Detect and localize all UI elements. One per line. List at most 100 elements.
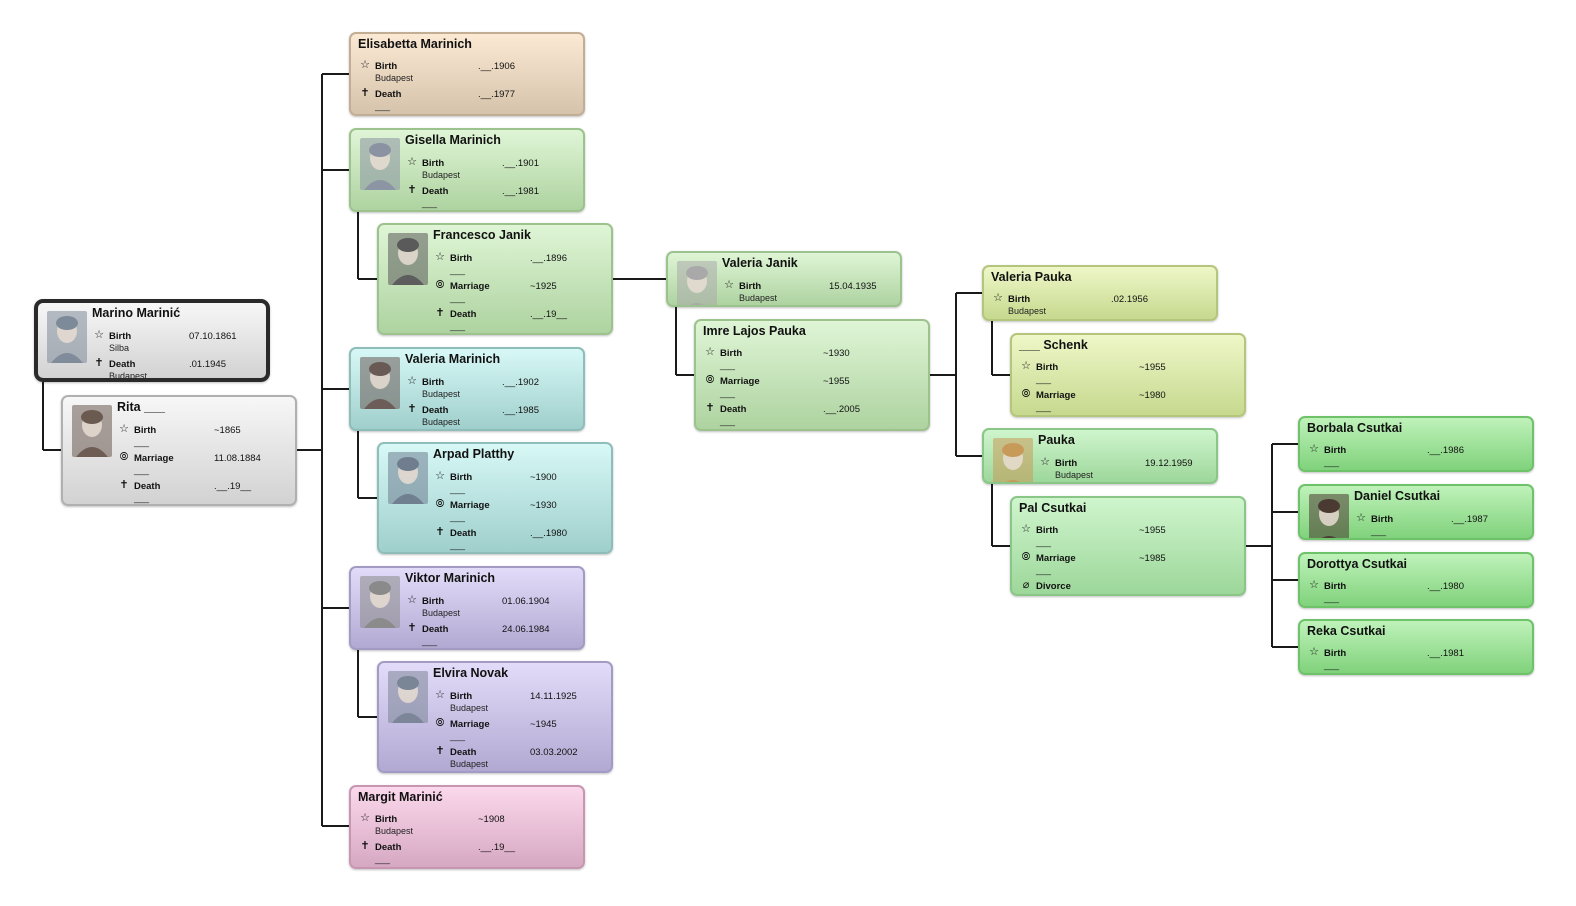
person-card-schenk[interactable]: ___ Schenk ☆ Birth ___ ~1955 ⦾ Marriage … [1010,333,1246,417]
event-place: ___ [1371,526,1387,536]
person-card-viktor[interactable]: Viktor Marinich ☆ Birth Budapest 01.06.1… [349,566,585,650]
event-label: Birth [1324,445,1347,456]
event-date: .__.2005 [823,404,860,415]
event-place: ___ [450,731,466,741]
event-label: Birth [1324,581,1347,592]
portrait-photo [360,138,400,190]
event-place: Budapest [109,371,148,381]
event-death: ✝ Death ___ .__.1980 [434,527,609,552]
event-label: Death [422,186,449,197]
event-label: Birth [422,596,445,607]
event-date: ~1955 [823,376,850,387]
event-place: ___ [134,493,150,503]
person-name: Elvira Novak [433,666,509,680]
event-label: Marriage [450,500,490,511]
event-place: ___ [450,293,466,303]
event-date: 14.11.1925 [530,691,577,702]
event-date: .__.1906 [478,61,515,72]
person-card-daniel[interactable]: Daniel Csutkai ☆ Birth ___ .__.1987 [1298,484,1534,540]
event-label: Marriage [1036,390,1076,401]
event-date: .__.19__ [214,481,251,492]
event-label: Death [109,359,136,370]
event-place: ___ [720,388,736,398]
event-birth: ☆ Birth Budapest 15.04.1935 [723,280,898,305]
marriage-rings-icon: ⦾ [435,279,445,291]
person-card-francesco[interactable]: Francesco Janik ☆ Birth ___ .__.1896 ⦾ M… [377,223,613,335]
person-name: ___ Schenk [1019,338,1088,352]
event-label: Divorce [1036,581,1071,592]
person-card-pauka[interactable]: Pauka ☆ Birth Budapest 19.12.1959 [982,428,1218,484]
person-card-dorottya[interactable]: Dorottya Csutkai ☆ Birth ___ .__.1980 [1298,552,1534,608]
event-label: Birth [375,61,398,72]
event-label: Death [134,481,161,492]
death-cross-icon: ✝ [360,840,370,852]
portrait-photo [677,261,717,305]
event-date: .__.1986 [1427,445,1464,456]
event-date: .__.1901 [502,158,539,169]
event-label: Death [422,624,449,635]
event-date: ~1955 [1139,362,1166,373]
event-birth: ☆ Birth Silba 07.10.1861 [93,330,266,358]
person-card-marino[interactable]: Marino Marinić ☆ Birth Silba 07.10.1861 … [34,299,270,382]
event-label: Birth [422,158,445,169]
marriage-rings-icon: ⦾ [435,717,445,729]
portrait-photo [388,233,428,285]
person-card-valeria-p[interactable]: Valeria Pauka ☆ Birth Budapest .02.1956 [982,265,1218,321]
person-card-gisella[interactable]: Gisella Marinich ☆ Birth Budapest .__.19… [349,128,585,212]
birth-star-icon: ☆ [1309,646,1319,658]
person-card-elvira[interactable]: Elvira Novak ☆ Birth Budapest 14.11.1925… [377,661,613,773]
event-date: .__.1896 [530,253,567,264]
event-birth: ☆ Birth ___ .__.1981 [1308,646,1523,673]
event-date: .__.19__ [530,309,567,320]
event-place: Budapest [1055,470,1094,480]
person-name: Gisella Marinich [405,133,501,147]
event-place: ___ [1036,565,1052,575]
event-date: ~1985 [1139,553,1166,564]
person-card-arpad[interactable]: Arpad Platthy ☆ Birth ___ ~1900 ⦾ Marria… [377,442,613,554]
event-place: Budapest [422,389,461,399]
portrait-photo [388,671,428,723]
event-label: Marriage [450,719,490,730]
event-label: Death [450,747,477,758]
event-place: ___ [1036,537,1052,547]
event-place: Silba [109,343,130,353]
birth-star-icon: ☆ [407,156,417,168]
person-card-reka[interactable]: Reka Csutkai ☆ Birth ___ .__.1981 [1298,619,1534,675]
event-date: .02.1956 [1111,294,1148,305]
person-name: Elisabetta Marinich [358,37,472,51]
event-date: .__.1981 [502,186,539,197]
person-card-borbala[interactable]: Borbala Csutkai ☆ Birth ___ .__.1986 [1298,416,1534,472]
event-label: Birth [1055,458,1078,469]
portrait-photo [360,576,400,628]
birth-star-icon: ☆ [360,59,370,71]
event-place: ___ [1324,593,1340,603]
marriage-rings-icon: ⦾ [705,374,715,386]
event-date: 24.06.1984 [502,624,550,635]
event-label: Birth [450,253,473,264]
event-date: 15.04.1935 [829,281,877,292]
event-birth: ☆ Birth ___ .__.1980 [1308,580,1523,606]
event-date: ~1925 [530,281,557,292]
event-death: ✝ Death ___ .__.1981 [406,184,581,210]
event-place: Budapest [422,170,461,180]
person-card-valeria-j[interactable]: Valeria Janik ☆ Birth Budapest 15.04.193… [666,251,902,307]
person-card-rita[interactable]: Rita ___ ☆ Birth ___ ~1865 ⦾ Marriage __… [61,395,297,506]
event-label: Birth [1036,525,1059,536]
event-birth: ☆ Birth Budapest .02.1956 [992,293,1207,319]
person-card-pal[interactable]: Pal Csutkai ☆ Birth ___ ~1955 ⦾ Marriage… [1010,496,1246,596]
death-cross-icon: ✝ [407,184,417,196]
death-cross-icon: ✝ [94,357,104,369]
person-card-imre[interactable]: Imre Lajos Pauka ☆ Birth ___ ~1930 ⦾ Mar… [694,319,930,431]
person-name: Borbala Csutkai [1307,421,1403,435]
person-card-elisabetta[interactable]: Elisabetta Marinich ☆ Birth Budapest .__… [349,32,585,116]
person-name: Marino Marinić [92,306,181,320]
death-cross-icon: ✝ [705,402,715,414]
event-death: ✝ Death ___ .__.1977 [359,88,574,114]
person-card-margit[interactable]: Margit Marinić ☆ Birth Budapest ~1908 ✝ … [349,785,585,869]
event-label: Birth [450,691,473,702]
person-card-valeria-m[interactable]: Valeria Marinich ☆ Birth Budapest .__.19… [349,347,585,431]
event-date: .__.19__ [478,842,515,853]
marriage-rings-icon: ⦾ [1021,388,1031,400]
event-marriage: ⦾ Marriage ___ 11.08.1884 [118,452,293,480]
